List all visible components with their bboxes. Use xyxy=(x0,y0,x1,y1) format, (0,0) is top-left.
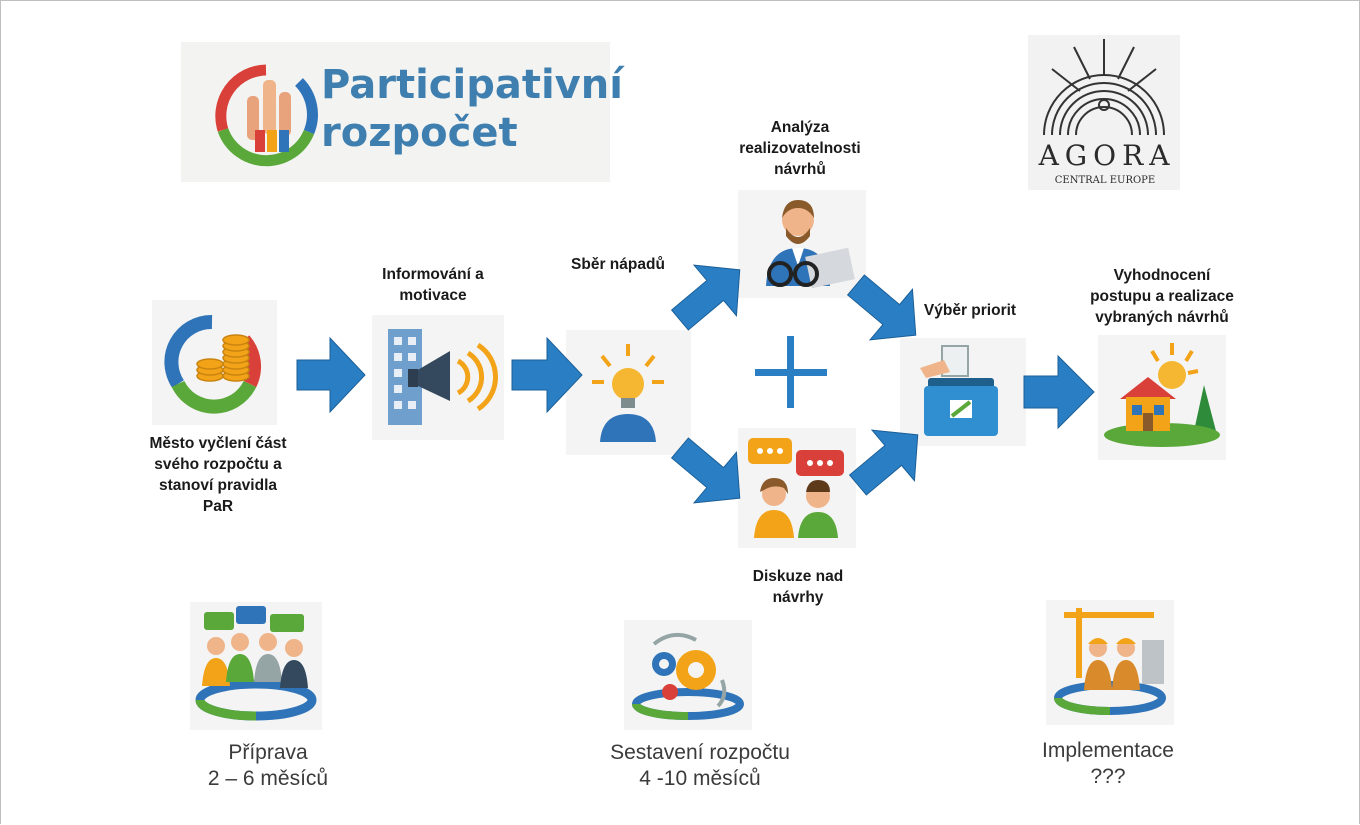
group-meeting-icon xyxy=(195,606,317,721)
arrow-1 xyxy=(296,336,366,414)
lightbulb-person-icon xyxy=(592,344,664,442)
construction-workers-icon xyxy=(1054,608,1166,715)
sestaveni-tile xyxy=(624,620,752,730)
megaphone-tile xyxy=(372,315,504,440)
arrow-down-to-discussion xyxy=(670,437,741,504)
megaphone-icon xyxy=(388,329,498,425)
logo-line2: rozpočet xyxy=(321,110,518,156)
participativni-rozpocet-logo: Participativní rozpočet xyxy=(181,42,623,182)
agora-subtitle: CENTRAL EUROPE xyxy=(1054,175,1156,186)
arrow-2 xyxy=(511,336,583,414)
plus-sign xyxy=(755,336,827,408)
arrow-to-evaluation xyxy=(1023,354,1095,430)
agora-amphitheatre-icon xyxy=(1043,39,1165,136)
ballot-box-tile xyxy=(900,338,1026,446)
label-sber: Sběr nápadů xyxy=(571,256,665,273)
budget-coins-icon xyxy=(164,314,261,414)
analysis-tile xyxy=(738,190,866,298)
arrow-from-discussion xyxy=(848,429,919,496)
budget-coins-tile xyxy=(152,300,277,425)
ballot-box-icon xyxy=(920,345,998,436)
man-with-glasses-icon xyxy=(766,200,855,289)
implementace-tile xyxy=(1046,600,1174,725)
phase-implementace: Implementace??? xyxy=(1042,739,1174,788)
label-vyber: Výběr priorit xyxy=(923,302,1017,319)
agora-logo: AGORA CENTRAL EUROPE xyxy=(1028,35,1180,190)
arrow-from-analysis xyxy=(846,274,917,341)
agora-title: AGORA xyxy=(1038,139,1176,172)
arrow-up-to-analysis xyxy=(670,264,741,331)
priprava-tile xyxy=(190,602,322,730)
idea-bulb-tile xyxy=(566,330,691,455)
house-sun-landscape-icon xyxy=(1104,343,1220,447)
raised-hands-icon xyxy=(215,64,318,167)
discussion-tile xyxy=(738,428,856,548)
logo-line1: Participativní xyxy=(321,62,623,108)
gears-icon xyxy=(632,632,744,720)
two-people-talking-icon xyxy=(748,438,844,538)
evaluation-tile xyxy=(1098,335,1226,460)
